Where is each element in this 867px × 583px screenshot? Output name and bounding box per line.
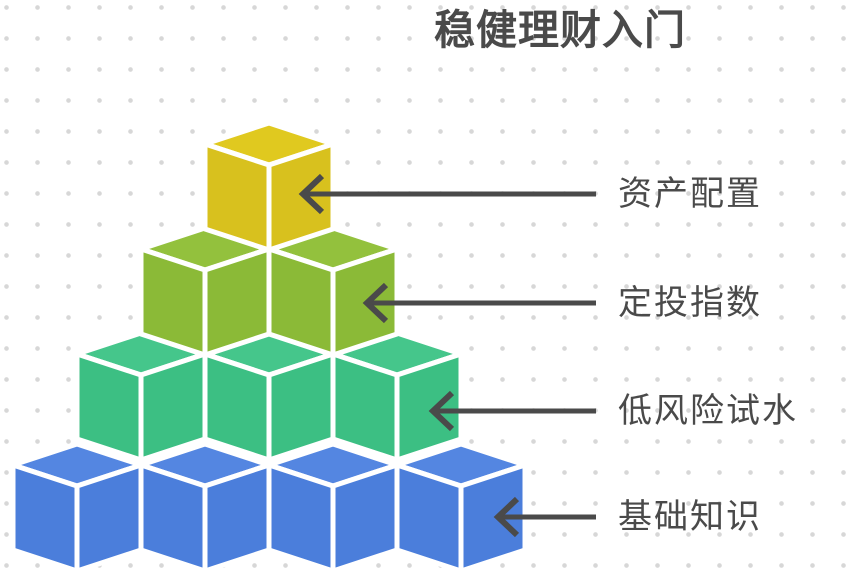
cube-row2-col1 bbox=[138, 225, 272, 358]
cube-face-left bbox=[266, 246, 336, 358]
cube-face-right bbox=[202, 462, 272, 574]
arrow-head bbox=[298, 173, 325, 215]
cube-row4-col2 bbox=[138, 441, 272, 574]
layer-label-basic-knowledge: 基础知识 bbox=[618, 498, 762, 536]
cube-face-left bbox=[10, 462, 80, 574]
cube-face-right bbox=[266, 141, 336, 253]
layer-label-low-risk-trial: 低风险试水 bbox=[618, 392, 798, 430]
cube-row4-col1 bbox=[10, 441, 144, 574]
cube-face-left bbox=[202, 141, 272, 253]
cube-face-left bbox=[330, 351, 400, 463]
page-title: 稳健理财入门 bbox=[434, 7, 686, 53]
arrow-row4 bbox=[493, 496, 596, 538]
cube-row3-col1 bbox=[74, 330, 208, 463]
layer-label-asset-allocation: 资产配置 bbox=[618, 175, 762, 213]
cube-face-left bbox=[138, 246, 208, 358]
cube-face-left bbox=[266, 462, 336, 574]
cube-face-right bbox=[458, 462, 528, 574]
cube-face-right bbox=[138, 351, 208, 463]
cube-row4-col3 bbox=[266, 441, 400, 574]
arrow-row1 bbox=[298, 173, 596, 215]
cube-face-right bbox=[74, 462, 144, 574]
cube-face-left bbox=[202, 351, 272, 463]
cube-row4-col4 bbox=[394, 441, 528, 574]
arrow-row2 bbox=[362, 282, 596, 324]
cube-row3-col3 bbox=[330, 330, 464, 463]
arrow-head bbox=[362, 282, 389, 324]
cube-row3-col2 bbox=[202, 330, 336, 463]
arrow-head bbox=[428, 390, 455, 432]
arrow-row3 bbox=[428, 390, 596, 432]
cube-face-right bbox=[266, 351, 336, 463]
cube-face-left bbox=[394, 462, 464, 574]
cube-face-right bbox=[330, 462, 400, 574]
cube-face-left bbox=[138, 462, 208, 574]
arrow-head bbox=[493, 496, 520, 538]
cube-face-right bbox=[202, 246, 272, 358]
layer-label-index-investing: 定投指数 bbox=[618, 284, 762, 322]
cube-face-right bbox=[394, 351, 464, 463]
cube-face-left bbox=[74, 351, 144, 463]
cube-row1-col1 bbox=[202, 120, 336, 253]
